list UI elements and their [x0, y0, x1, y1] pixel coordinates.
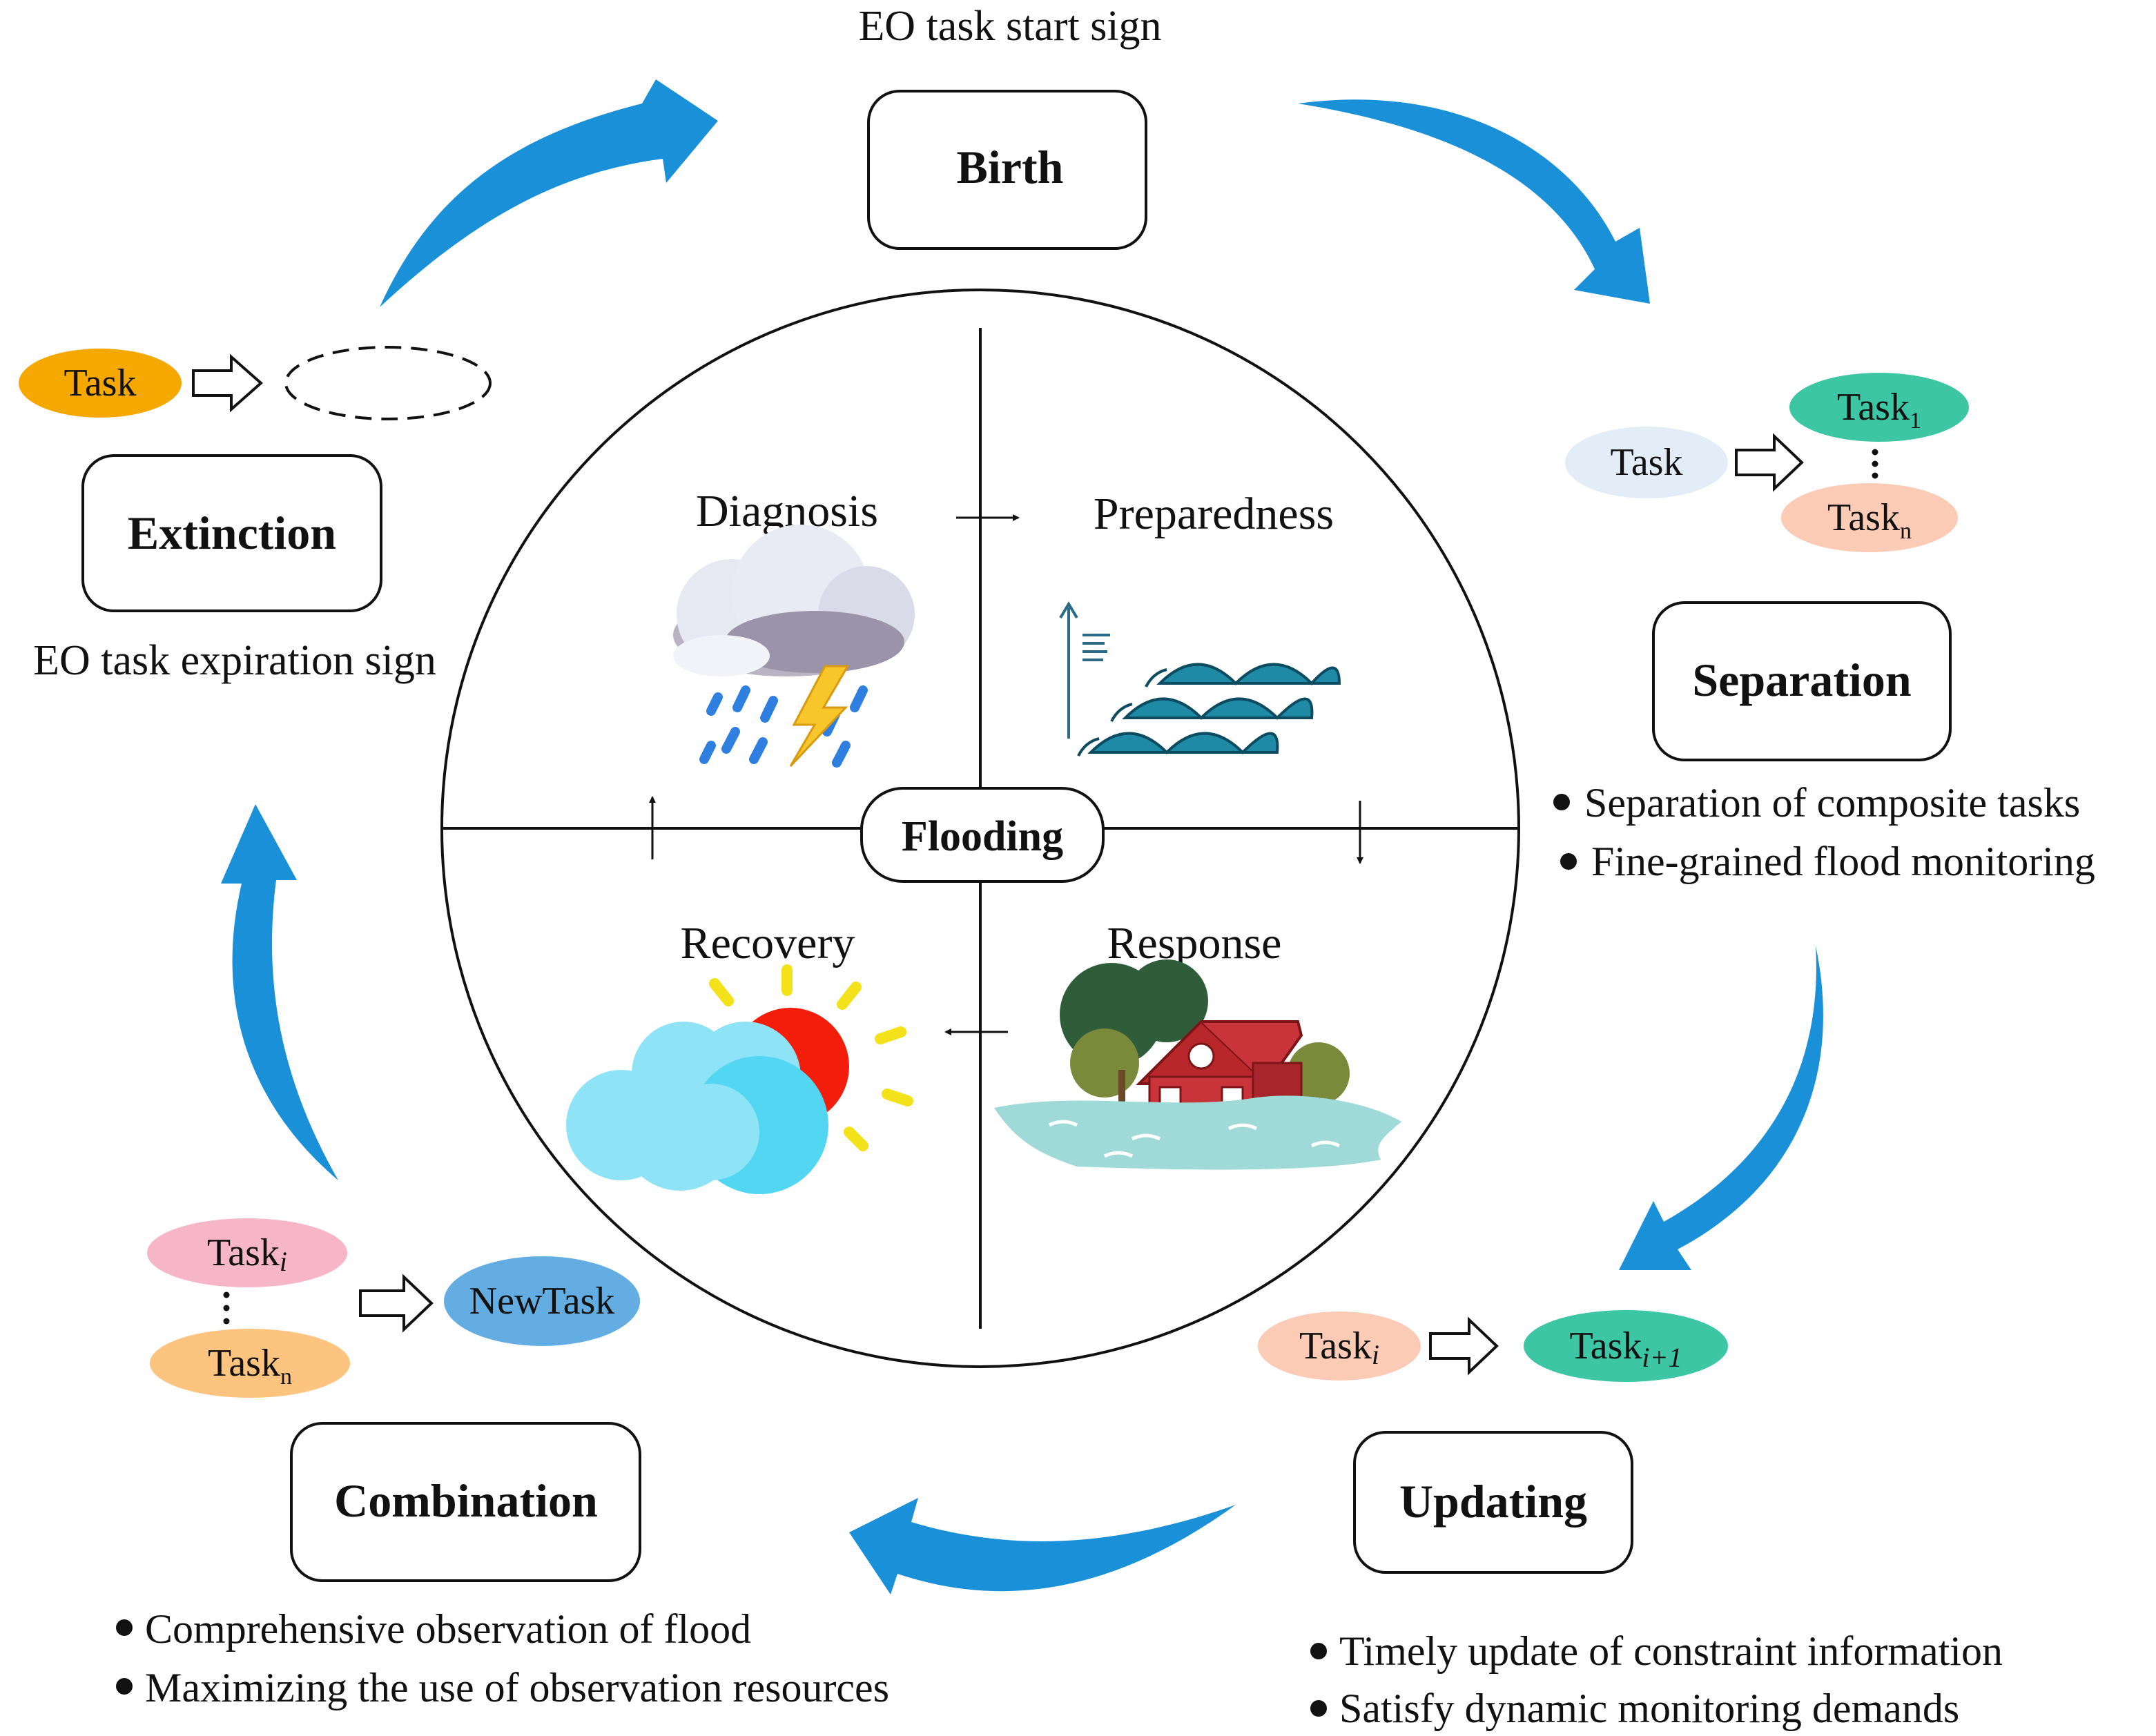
separation-taskn-label: Taskn [1827, 496, 1912, 544]
separation-arrow [1735, 433, 1804, 492]
storm-cloud-icon [673, 525, 915, 768]
flood-management-circle: Flooding Diagnosis Preparedness Response… [440, 289, 1520, 1368]
stage-updating-box [1353, 1431, 1633, 1574]
flooding-hub-box [860, 787, 1105, 883]
combination-bullet-1-dot [116, 1619, 133, 1636]
separation-bullet-2-dot [1560, 853, 1577, 870]
stage-extinction-label: Extinction [128, 507, 336, 559]
combination-taskn-ellipse [150, 1329, 350, 1398]
updating-taski1-ellipse [1524, 1310, 1728, 1382]
extinction-arrow [192, 353, 264, 413]
stage-birth-box [867, 90, 1147, 250]
arrow-birth-to-separation [1298, 99, 1650, 304]
start-sign-label: EO task start sign [858, 3, 1161, 50]
separation-taskn-ellipse [1781, 483, 1958, 552]
flooded-house-icon [994, 959, 1401, 1170]
extinction-task-ellipse [19, 349, 182, 418]
quadrant-response-label: Response [1107, 918, 1282, 968]
separation-bullet-2: Fine-grained flood monitoring [1591, 839, 2095, 884]
arrow-extinction-to-birth [380, 79, 718, 307]
updating-taski1-label: Taski+1 [1569, 1325, 1682, 1373]
combination-bullet-2: Maximizing the use of observation resour… [145, 1665, 889, 1710]
separation-task-label: Task [1611, 441, 1683, 484]
updating-arrow [1429, 1316, 1499, 1376]
combination-bullet-1: Comprehensive observation of flood [145, 1606, 751, 1652]
quadrant-preparedness-label: Preparedness [1094, 489, 1334, 539]
separation-bullet-1: Separation of composite tasks [1584, 780, 2080, 826]
combination-taski-label: Taski [207, 1231, 287, 1277]
updating-bullet-2-dot [1310, 1700, 1327, 1717]
separation-ellipsis-dots [1872, 449, 1878, 479]
stage-separation-label: Separation [1692, 654, 1911, 706]
combination-arrow [359, 1274, 434, 1333]
stage-birth-label: Birth [957, 141, 1064, 193]
extinction-task-label: Task [64, 362, 137, 404]
flooding-hub-label: Flooding [902, 813, 1063, 860]
rising-water-icon [1059, 601, 1341, 757]
arrow-combination-to-extinction [221, 804, 338, 1180]
arrow-updating-to-combination [849, 1498, 1236, 1594]
updating-taski-ellipse [1258, 1311, 1421, 1381]
updating-bullet-1: Timely update of constraint information [1339, 1628, 2003, 1674]
combination-newtask-ellipse [444, 1256, 640, 1346]
stage-updating-label: Updating [1399, 1475, 1587, 1528]
separation-task-ellipse [1565, 427, 1728, 498]
combination-newtask-label: NewTask [469, 1280, 615, 1323]
combination-bullet-2-dot [116, 1678, 133, 1695]
updating-bullet-1-dot [1310, 1643, 1327, 1659]
separation-task1-label: Task1 [1837, 386, 1921, 433]
separation-task1-ellipse [1789, 373, 1969, 442]
combination-taskn-label: Taskn [208, 1342, 292, 1389]
stage-combination-box [290, 1422, 641, 1582]
combination-ellipsis-dots [223, 1291, 230, 1325]
quadrant-recovery-label: Recovery [681, 918, 855, 968]
arrow-separation-to-updating [1619, 946, 1823, 1270]
updating-bullet-2: Satisfy dynamic monitoring demands [1339, 1686, 1959, 1731]
stage-combination-label: Combination [334, 1474, 598, 1527]
stage-separation-box [1652, 601, 1952, 761]
separation-bullet-1-dot [1553, 794, 1570, 810]
updating-taski-label: Taski [1299, 1325, 1379, 1370]
stage-extinction-box [81, 454, 382, 612]
cycle-arrows [221, 79, 1823, 1594]
extinction-empty-task-ellipse [284, 346, 492, 420]
combination-taski-ellipse [147, 1218, 347, 1287]
sun-cloud-icon [566, 964, 913, 1194]
expiration-sign-label: EO task expiration sign [33, 637, 436, 684]
